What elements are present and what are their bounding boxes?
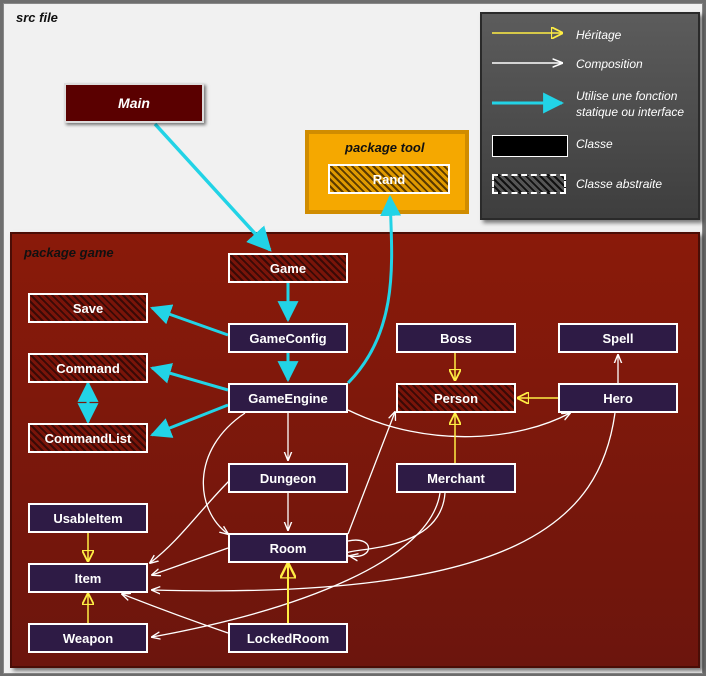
class-dungeon[interactable]: Dungeon [228, 463, 348, 493]
class-command[interactable]: Command [28, 353, 148, 383]
gameengine-to-rand-arrow [346, 194, 402, 385]
class-lockedroom[interactable]: LockedRoom [228, 623, 348, 653]
class-hero[interactable]: Hero [558, 383, 678, 413]
class-main[interactable]: Main [64, 83, 204, 123]
class-usableitem[interactable]: UsableItem [28, 503, 148, 533]
class-spell[interactable]: Spell [558, 323, 678, 353]
legend-composition-label: Composition [576, 57, 643, 71]
class-rand[interactable]: Rand [328, 164, 450, 194]
class-commandlist[interactable]: CommandList [28, 423, 148, 453]
class-boss[interactable]: Boss [396, 323, 516, 353]
class-person[interactable]: Person [396, 383, 516, 413]
class-item[interactable]: Item [28, 563, 148, 593]
class-gameconfig[interactable]: GameConfig [228, 323, 348, 353]
gameengine-to-hero-arrow [347, 409, 570, 438]
class-weapon[interactable]: Weapon [28, 623, 148, 653]
legend-abstract-label: Classe abstraite [576, 177, 663, 191]
gameengine-to-command-arrow [149, 363, 229, 392]
dungeon-to-item-arrow [150, 479, 231, 563]
legend-panel: Héritage Composition Utilise une fonctio… [480, 12, 700, 220]
class-gameengine[interactable]: GameEngine [228, 383, 348, 413]
package-game-label: package game [24, 245, 114, 260]
legend-static-label-2: statique ou interface [576, 105, 685, 119]
gameconfig-to-save-arrow [150, 304, 229, 337]
lockedroom-to-item-arrow [122, 594, 229, 634]
class-game[interactable]: Game [228, 253, 348, 283]
main-to-game-arrow [153, 122, 272, 252]
legend-static-label-1: Utilise une fonction [576, 89, 678, 103]
room-to-item-arrow [152, 547, 229, 575]
package-tool-label: package tool [345, 140, 425, 155]
hero-to-item-arrow [152, 412, 616, 591]
merchant-to-weapon-arrow [152, 492, 441, 637]
legend-class-label: Classe [576, 137, 613, 151]
class-merchant[interactable]: Merchant [396, 463, 516, 493]
class-room[interactable]: Room [228, 533, 348, 563]
legend-class-swatch [492, 135, 568, 157]
src-file-label: src file [16, 10, 58, 25]
merchant-to-room-arrow [346, 492, 446, 556]
legend-heritage-label: Héritage [576, 28, 622, 42]
room-self-arrow [347, 539, 369, 556]
class-save[interactable]: Save [28, 293, 148, 323]
room-to-person-arrow [347, 412, 395, 535]
gameengine-to-commandlist-arrow [150, 403, 229, 438]
legend-abstract-swatch [492, 174, 566, 194]
gameengine-to-room-arrow [202, 412, 246, 534]
